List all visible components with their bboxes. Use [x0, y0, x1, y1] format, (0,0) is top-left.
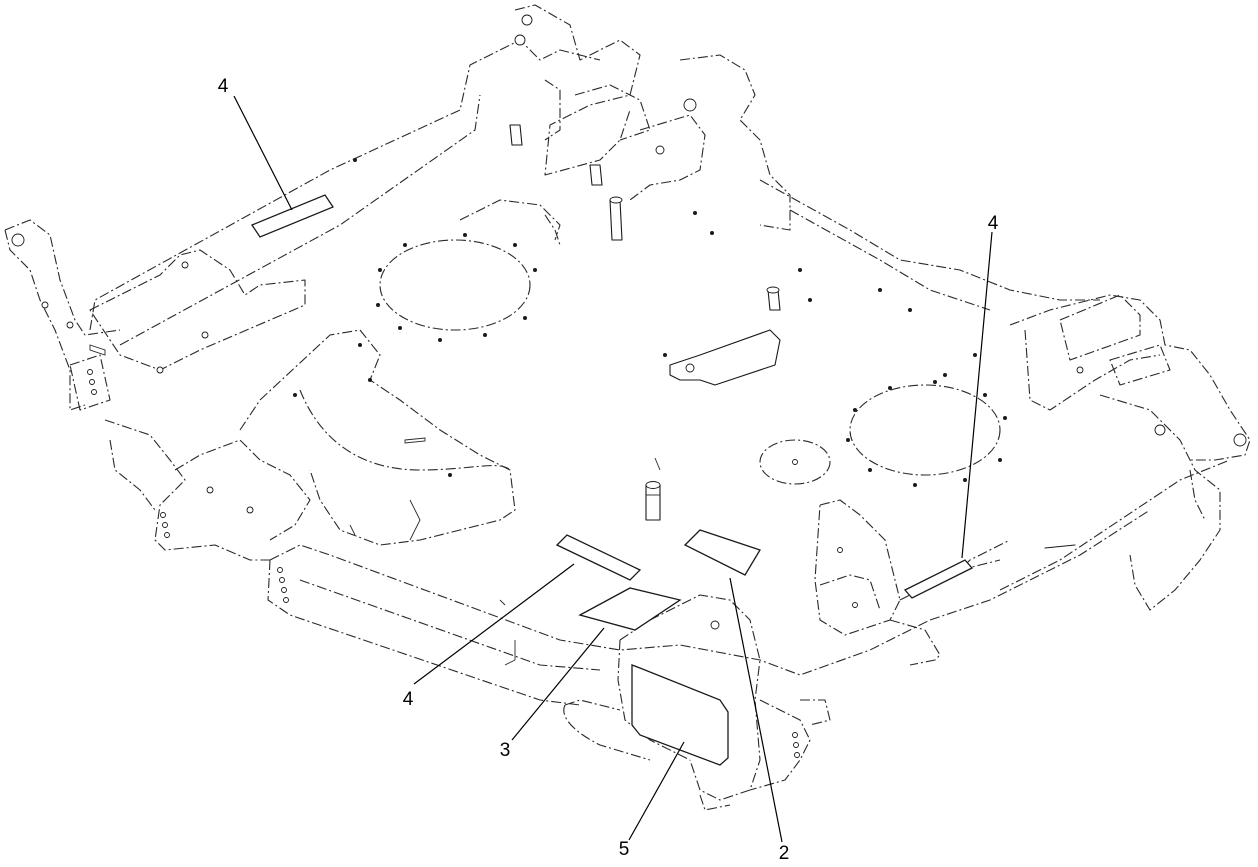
callout-5: 5: [619, 839, 630, 860]
decals: [251, 194, 974, 766]
callout-4-bottom: 4: [403, 689, 414, 710]
leader-4-top-left: [233, 95, 293, 211]
decal-4-top-left: [251, 194, 334, 238]
callout-4-top-left: 4: [218, 76, 229, 97]
left-spindle-bolt-holes: [376, 233, 537, 342]
leader-lines: [233, 95, 993, 843]
decal-5: [631, 664, 729, 766]
leader-2: [729, 577, 783, 843]
leader-5: [628, 741, 685, 841]
leader-3: [511, 627, 605, 741]
callout-4-right: 4: [988, 213, 999, 234]
leader-4-bottom: [413, 563, 575, 685]
decal-4-right: [903, 559, 974, 599]
right-spindle-bolt-holes: [846, 380, 1007, 487]
callout-labels: 4 4 4 3 5 2: [218, 76, 999, 864]
decal-3: [578, 587, 682, 631]
decal-2: [683, 529, 761, 576]
leader-4-right: [961, 231, 993, 559]
callout-3: 3: [500, 740, 511, 761]
callout-2: 2: [779, 843, 790, 864]
decal-4-bottom: [555, 534, 642, 581]
deck-frame: [4, 4, 1251, 811]
